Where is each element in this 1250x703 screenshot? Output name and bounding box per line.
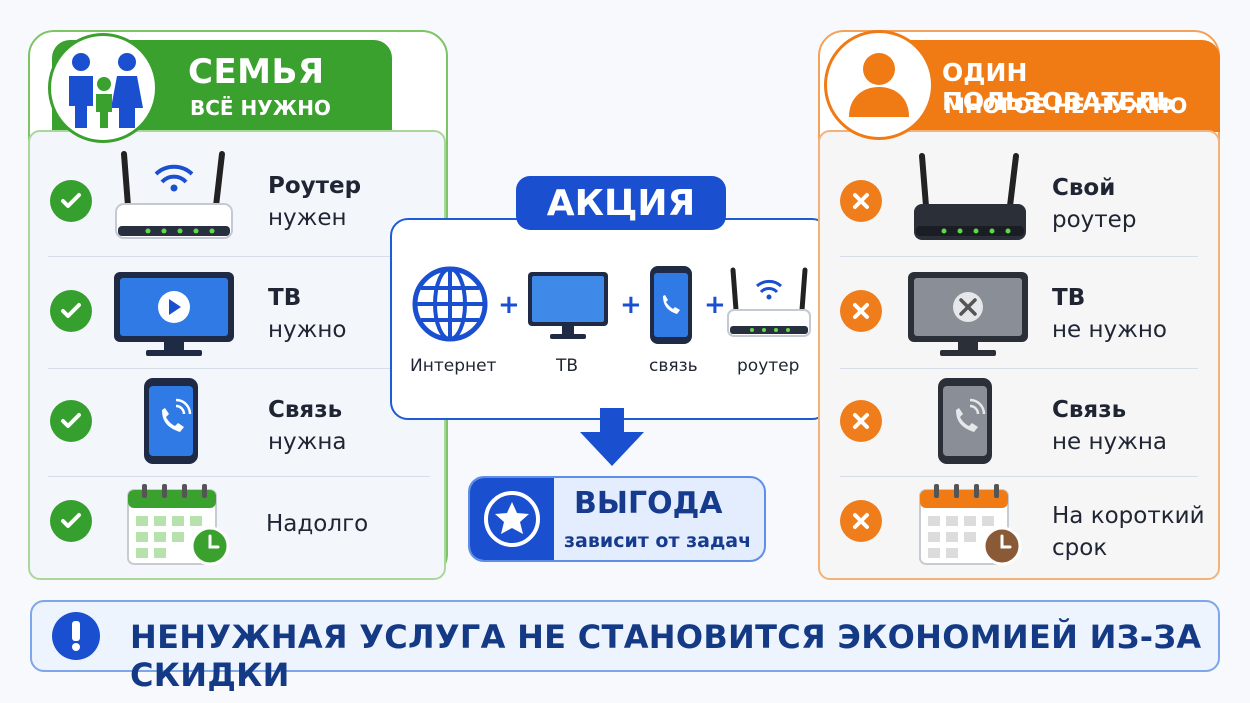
plus-sign: + bbox=[498, 290, 520, 320]
router-icon bbox=[115, 151, 233, 239]
row-title: На короткий bbox=[1052, 503, 1205, 529]
row-status: срок bbox=[1052, 535, 1108, 561]
service-label-tv: ТВ bbox=[556, 356, 579, 376]
service-label-phone: связь bbox=[649, 356, 698, 376]
family-icon bbox=[69, 53, 143, 128]
row-title: Роутер bbox=[268, 173, 362, 199]
calendar-icon bbox=[127, 484, 230, 566]
benefit-title: ВЫГОДА bbox=[574, 486, 723, 521]
single-user-subtitle: МНОГОЕ НЕ НУЖНО bbox=[944, 94, 1188, 118]
warning-text: НЕНУЖНАЯ УСЛУГА НЕ СТАНОВИТСЯ ЭКОНОМИЕЙ … bbox=[130, 618, 1202, 694]
row-title: Свой bbox=[1052, 175, 1116, 201]
star-icon bbox=[484, 491, 540, 547]
row-title: ТВ bbox=[1052, 285, 1086, 311]
tv-off-icon bbox=[908, 272, 1028, 356]
exclamation-icon bbox=[52, 612, 100, 660]
row-status: нужна bbox=[268, 429, 347, 455]
cross-icon bbox=[840, 180, 882, 222]
tv-icon bbox=[114, 272, 234, 356]
single-row-phone: Связь не нужна bbox=[1052, 394, 1167, 458]
divider bbox=[48, 368, 430, 369]
plus-sign: + bbox=[704, 290, 726, 320]
family-subtitle: ВСЁ НУЖНО bbox=[190, 96, 331, 120]
user-icon bbox=[849, 53, 909, 117]
row-status: не нужно bbox=[1052, 317, 1167, 343]
check-icon bbox=[50, 290, 92, 332]
cross-icon bbox=[840, 500, 882, 542]
arrow-down-icon bbox=[580, 408, 644, 466]
calendar-icon bbox=[919, 484, 1022, 566]
promo-title: АКЦИЯ bbox=[516, 176, 726, 230]
phone-icon bbox=[144, 378, 198, 464]
divider bbox=[840, 476, 1198, 477]
divider bbox=[840, 368, 1198, 369]
globe-icon bbox=[412, 266, 488, 342]
family-avatar bbox=[48, 33, 158, 143]
phone-icon bbox=[650, 266, 692, 344]
check-icon bbox=[50, 180, 92, 222]
family-row-tv: ТВ нужно bbox=[268, 282, 346, 346]
row-title: Надолго bbox=[266, 511, 369, 537]
single-row-short-term: На короткий срок bbox=[1052, 500, 1205, 564]
family-title: СЕМЬЯ bbox=[188, 52, 325, 92]
phone-icon bbox=[938, 378, 992, 464]
row-title: Связь bbox=[268, 397, 343, 423]
family-row-phone: Связь нужна bbox=[268, 394, 347, 458]
user-avatar bbox=[824, 30, 934, 140]
cross-icon bbox=[840, 400, 882, 442]
router-icon bbox=[914, 153, 1026, 240]
cross-icon bbox=[840, 290, 882, 332]
service-label-router: роутер bbox=[737, 356, 800, 376]
plus-sign: + bbox=[620, 290, 642, 320]
benefit-icon-box bbox=[470, 478, 554, 560]
divider bbox=[840, 256, 1198, 257]
single-row-tv: ТВ не нужно bbox=[1052, 282, 1167, 346]
router-icon bbox=[727, 267, 811, 337]
check-icon bbox=[50, 400, 92, 442]
family-row-long-term: Надолго bbox=[266, 508, 368, 540]
divider bbox=[48, 476, 430, 477]
benefit-subtitle: зависит от задач bbox=[564, 530, 752, 552]
row-status: нужно bbox=[268, 317, 347, 343]
row-title: Связь bbox=[1052, 397, 1127, 423]
warning-banner bbox=[30, 600, 1220, 672]
service-label-internet: Интернет bbox=[410, 356, 497, 376]
single-user-title: ОДИН ПОЛЬЗОВАТЕЛЬ bbox=[942, 58, 1176, 116]
family-list bbox=[28, 130, 446, 580]
row-status: роутер bbox=[1052, 207, 1137, 233]
divider bbox=[48, 256, 430, 257]
single-row-router: Свой роутер bbox=[1052, 172, 1136, 236]
row-status: не нужна bbox=[1052, 429, 1167, 455]
row-title: ТВ bbox=[268, 285, 302, 311]
tv-icon bbox=[528, 272, 608, 339]
family-row-router: Роутер нужен bbox=[268, 170, 361, 234]
row-status: нужен bbox=[268, 205, 347, 231]
check-icon bbox=[50, 500, 92, 542]
